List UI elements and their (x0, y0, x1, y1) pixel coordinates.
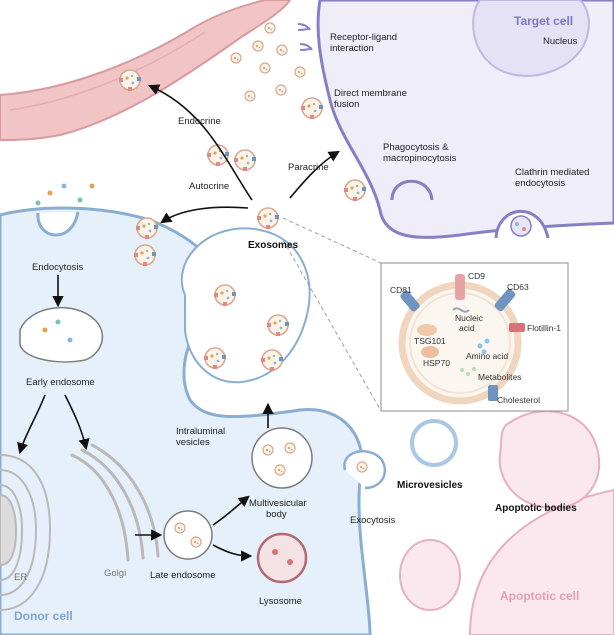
golgi-organelle (70, 443, 160, 562)
amino-acid-label: Amino acid (466, 351, 508, 361)
lysosome (256, 532, 308, 584)
phagocytosis-label-2: macropinocytosis (383, 153, 457, 164)
blood-vessel (0, 0, 292, 141)
endocytic-pit (36, 211, 80, 237)
apoptotic-cell-title: Apoptotic cell (500, 589, 579, 603)
flotillin-label: Flotillin-1 (527, 323, 561, 333)
cd81-label: CD81 (390, 285, 412, 295)
membrane-fusion-label-1: Direct membrane (334, 88, 407, 99)
target-cell-title: Target cell (514, 14, 573, 28)
apoptotic-cell (399, 410, 614, 635)
intraluminal-label-2: vesicles (176, 437, 210, 448)
late-endosome-label: Late endosome (150, 570, 216, 581)
clathrin-pit (494, 209, 550, 239)
nucleic-acid-label-1: Nucleic (455, 313, 484, 323)
exosome-composition-panel: CD81 CD9 CD63 Flotillin-1 TSG101 Nucleic… (380, 262, 569, 412)
metabolites-label: Metabolites (478, 372, 521, 382)
donor-cell-title: Donor cell (14, 609, 73, 623)
endocytosis-label: Endocytosis (32, 262, 83, 273)
er-label: ER (14, 572, 27, 583)
receptor-ligand-label-1: Receptor-ligand (330, 32, 397, 43)
cholesterol-icon (488, 385, 498, 401)
secretion-mvb (180, 227, 311, 384)
intraluminal-label-1: Intraluminal (176, 426, 225, 437)
autocrine-label: Autocrine (189, 181, 229, 192)
phagocytosis-label-1: Phagocytosis & (383, 142, 449, 153)
cd63-label: CD63 (507, 282, 529, 292)
lysosome-label: Lysosome (259, 596, 302, 607)
membrane-fusion-label-2: fusion (334, 99, 359, 110)
early-endosome (19, 307, 104, 363)
flotillin-icon (509, 323, 525, 332)
pathway-arrows (17, 84, 340, 562)
receptor-ligand-label-2: interaction (330, 43, 374, 54)
er-organelle (0, 454, 52, 611)
tsg101-label: TSG101 (414, 336, 446, 346)
cd9-label: CD9 (468, 271, 485, 281)
endocrine-label: Endocrine (178, 116, 221, 127)
microvesicles-label: Microvesicles (397, 480, 463, 491)
hsp70-label: HSP70 (423, 358, 450, 368)
apoptotic-body-large (498, 410, 601, 510)
paracrine-label: Paracrine (288, 162, 329, 173)
cholesterol-label: Cholesterol (497, 395, 540, 405)
clathrin-label-2: endocytosis (515, 178, 565, 189)
nucleus-label: Nucleus (543, 36, 578, 47)
nucleic-acid-label-2: acid (459, 323, 475, 333)
exocytosis-label: Exocytosis (350, 515, 396, 526)
cd9-icon (455, 274, 465, 300)
receptor-icon (297, 23, 311, 31)
clathrin-label-1: Clathrin mediated (515, 167, 589, 178)
phagocytic-cup (390, 179, 434, 201)
donor-nucleus (0, 493, 18, 567)
apoptotic-bodies-label: Apoptotic bodies (495, 503, 577, 514)
free-exosomes (35, 22, 367, 267)
fusing-exosome (300, 97, 324, 120)
cd81-icon (400, 290, 420, 312)
apoptotic-body-small (399, 539, 461, 611)
tsg101-icon (417, 324, 437, 336)
target-cell: Target cell Nucleus (297, 0, 614, 239)
receptor-icon (299, 43, 313, 51)
central-exosome (256, 207, 280, 230)
multivesicular-body (251, 427, 313, 489)
late-endosome (163, 510, 213, 560)
cd63-icon (494, 288, 516, 312)
nucleus (472, 0, 590, 77)
hsp70-icon (421, 346, 439, 358)
donor-cell: Donor cell ER Golgi (0, 206, 387, 635)
golgi-label: Golgi (104, 568, 126, 579)
mvb-label-2: body (266, 509, 287, 520)
exosomes-label: Exosomes (248, 240, 298, 251)
early-endosome-label: Early endosome (26, 377, 95, 388)
nucleic-acid-icon (452, 307, 470, 313)
mvb-label-1: Multivesicular (249, 498, 307, 509)
microvesicle (410, 419, 458, 467)
